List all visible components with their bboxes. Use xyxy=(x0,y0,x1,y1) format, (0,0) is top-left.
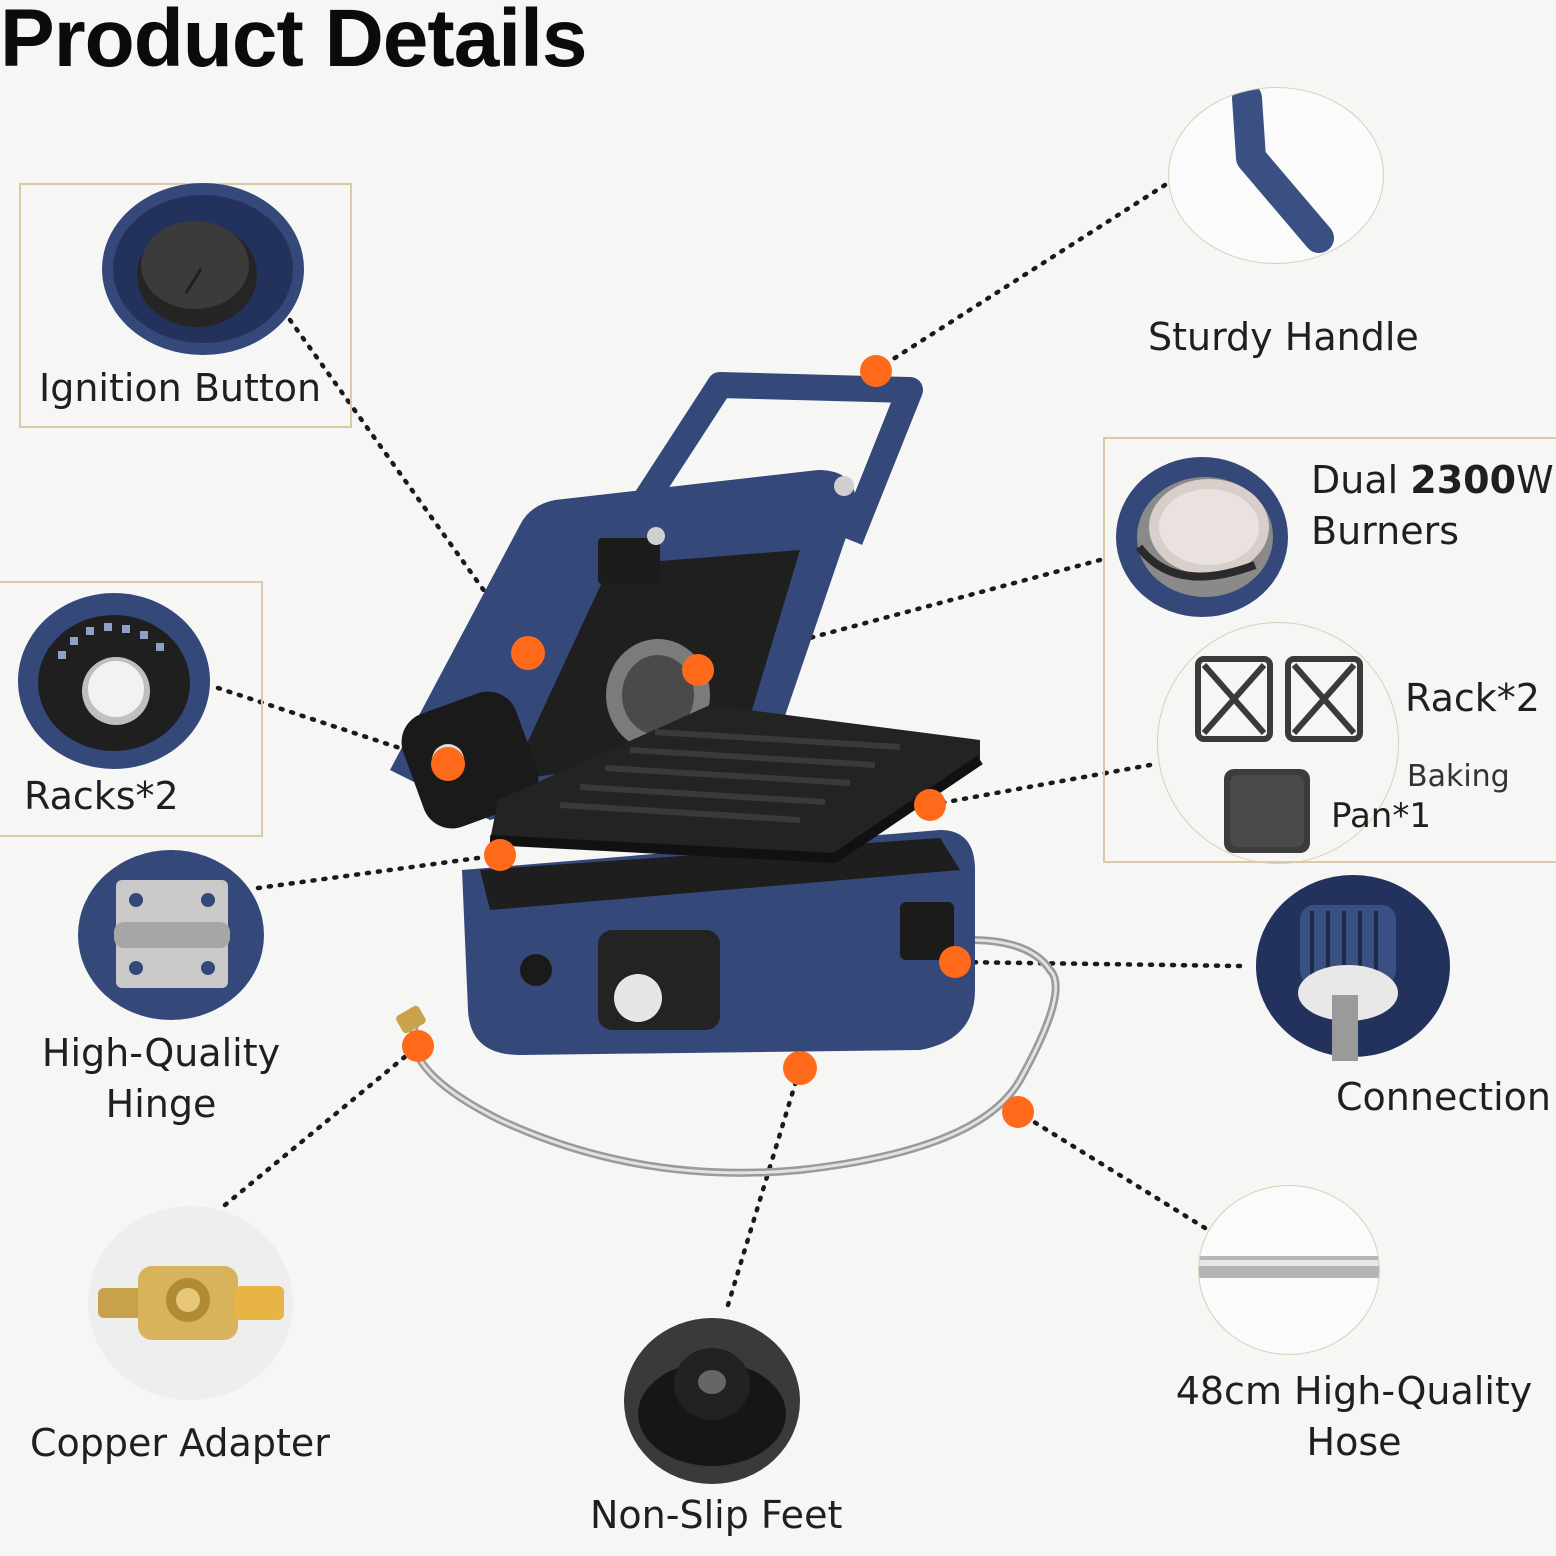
non-slip-feet-image xyxy=(624,1318,800,1484)
hinge-label: High-Quality Hinge xyxy=(30,1028,292,1129)
hose-icon xyxy=(1199,1256,1379,1278)
knob-panel: Racks*2 xyxy=(0,581,263,837)
hose-label: 48cm High-Quality Hose xyxy=(1164,1366,1544,1467)
dual-prefix: Dual xyxy=(1311,458,1399,502)
burner-image xyxy=(1116,457,1288,617)
marker-hose xyxy=(1002,1096,1034,1128)
ignition-button-label: Ignition Button xyxy=(39,366,322,410)
connection-label: Connection xyxy=(1336,1075,1552,1119)
marker-adapter xyxy=(402,1030,434,1062)
marker-knob xyxy=(431,747,465,781)
marker-ignition xyxy=(511,636,545,670)
handle-icon xyxy=(1232,88,1334,253)
rack-icon xyxy=(1195,656,1363,742)
marker-feet xyxy=(783,1051,817,1085)
burners-label: Burners xyxy=(1311,509,1459,553)
racks-pan-image xyxy=(1157,622,1399,864)
grill-product-image xyxy=(390,355,1060,1177)
hose-image xyxy=(1198,1185,1380,1355)
hose-label-line2: Hose xyxy=(1306,1419,1402,1464)
copper-adapter-label: Copper Adapter xyxy=(30,1421,330,1465)
sturdy-handle-label: Sturdy Handle xyxy=(1148,315,1419,359)
hinge-image xyxy=(78,850,264,1020)
adapter-icon xyxy=(98,1266,284,1340)
page-title: Product Details xyxy=(0,0,587,84)
ignition-button-panel: Ignition Button xyxy=(19,183,352,428)
hose-label-line1: 48cm High-Quality xyxy=(1175,1369,1533,1413)
connection-image xyxy=(1256,875,1450,1061)
dual-power: 2300 xyxy=(1410,458,1517,502)
hinge-label-line2: Hinge xyxy=(105,1081,217,1126)
baking-pan-icon xyxy=(1224,769,1310,853)
marker-handle xyxy=(860,355,892,387)
dual-unit: W xyxy=(1516,458,1554,502)
connector-handle xyxy=(873,182,1168,373)
marker-connection xyxy=(939,946,971,978)
ignition-button-image xyxy=(102,183,304,355)
racks-label: Racks*2 xyxy=(24,774,179,818)
marker-rack xyxy=(914,789,946,821)
dual-burners-label: Dual 2300W xyxy=(1311,455,1554,506)
hinge-label-line1: High-Quality xyxy=(41,1031,281,1075)
sturdy-handle-image xyxy=(1168,87,1384,264)
pan-count-label: Pan*1 xyxy=(1331,796,1431,836)
marker-hinge xyxy=(484,839,516,871)
burners-racks-panel: Dual 2300W Burners Rack*2 Baking Pan*1 xyxy=(1103,437,1556,864)
marker-burner xyxy=(682,654,714,686)
baking-label: Baking xyxy=(1407,759,1510,794)
non-slip-feet-label: Non-Slip Feet xyxy=(590,1493,843,1537)
rack-count-label: Rack*2 xyxy=(1405,676,1540,720)
control-knob-image xyxy=(18,593,210,769)
copper-adapter-image xyxy=(88,1206,293,1400)
